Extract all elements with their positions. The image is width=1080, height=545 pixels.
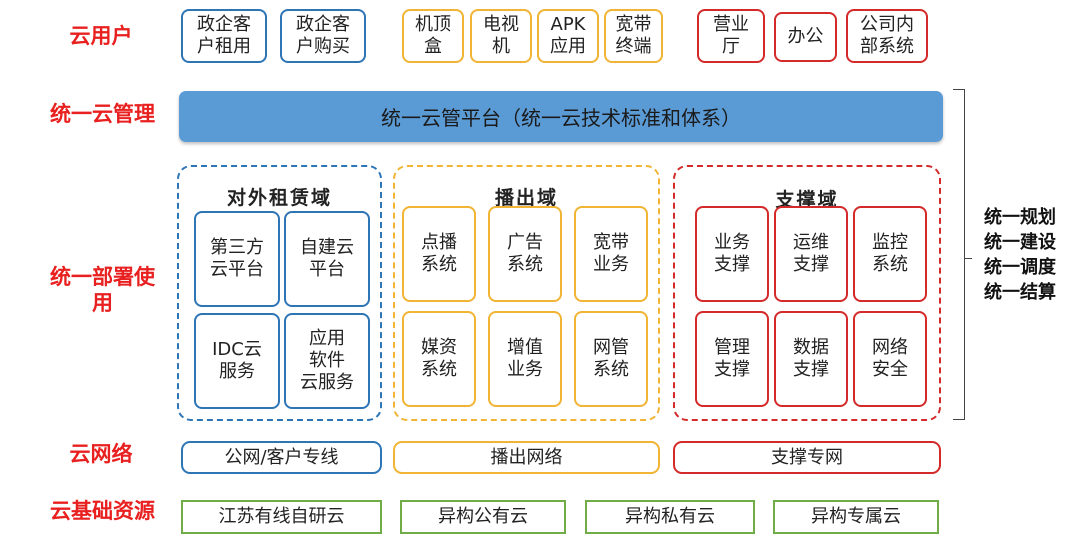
user-box-set-top-box: 机顶 盒	[402, 9, 464, 63]
principle-construction: 统一建设	[984, 232, 1056, 253]
user-box-office: 办公	[774, 12, 837, 62]
row-label-cloud-users: 云用户	[69, 24, 133, 48]
service-network-security: 网络 安全	[853, 311, 927, 407]
user-box-broadband-terminal: 宽带 终端	[604, 9, 663, 63]
user-box-gov-enterprise-rent: 政企客 户租用	[181, 9, 267, 63]
user-box-business-hall: 营业 厅	[697, 9, 765, 63]
domain-support-title: 支撑域	[775, 189, 839, 211]
row-label-unified-management: 统一云管理	[50, 102, 155, 126]
right-bracket	[953, 89, 965, 420]
service-app-software-cloud: 应用 软件 云服务	[284, 313, 370, 409]
service-ad-system: 广告 系统	[488, 206, 562, 302]
domain-broadcast-title: 播出域	[494, 187, 558, 209]
infra-dedicated-cloud: 异构专属云	[773, 500, 939, 534]
principle-planning: 统一规划	[984, 207, 1056, 228]
infra-public-cloud: 异构公有云	[400, 500, 566, 534]
user-box-tv: 电视 机	[470, 9, 532, 63]
domain-external-leasing: 对外租赁域	[177, 165, 382, 421]
domain-broadcast: 播出域	[393, 165, 660, 421]
service-monitoring-system: 监控 系统	[853, 206, 927, 302]
network-broadcast: 播出网络	[393, 441, 660, 474]
service-idc-cloud: IDC云 服务	[194, 313, 280, 409]
row-label-cloud-network: 云网络	[69, 442, 133, 466]
cloud-management-platform-bar: 统一云管平台（统一云技术标准和体系）	[179, 91, 943, 142]
row-label-unified-deployment: 统一部署使 用	[50, 265, 155, 315]
user-box-apk-app: APK 应用	[537, 9, 599, 63]
service-network-management-system: 网管 系统	[574, 311, 648, 407]
service-broadband-business: 宽带 业务	[574, 206, 648, 302]
service-business-support: 业务 支撑	[695, 206, 769, 302]
user-box-gov-enterprise-buy: 政企客 户购买	[280, 9, 366, 63]
row-label-cloud-infrastructure: 云基础资源	[50, 499, 155, 523]
service-vod-system: 点播 系统	[402, 206, 476, 302]
service-value-added-business: 增值 业务	[488, 311, 562, 407]
unified-principles-list: 统一规划 统一建设 统一调度 统一结算	[984, 205, 1074, 305]
service-third-party-cloud: 第三方 云平台	[194, 211, 280, 307]
service-media-asset-system: 媒资 系统	[402, 311, 476, 407]
network-public-private-line: 公网/客户专线	[181, 441, 382, 474]
service-self-built-cloud: 自建云 平台	[284, 211, 370, 307]
principle-scheduling: 统一调度	[984, 257, 1056, 278]
service-data-support: 数据 支撑	[774, 311, 848, 407]
service-ops-support: 运维 支撑	[774, 206, 848, 302]
domain-support: 支撑域	[673, 165, 941, 421]
service-management-support: 管理 支撑	[695, 311, 769, 407]
infra-private-cloud: 异构私有云	[585, 500, 755, 534]
right-bracket-tick	[965, 258, 972, 259]
principle-settlement: 统一结算	[984, 282, 1056, 303]
infra-jiangsu-cable-cloud: 江苏有线自研云	[181, 500, 382, 534]
user-box-internal-system: 公司内 部系统	[846, 9, 928, 63]
domain-external-leasing-title: 对外租赁域	[226, 187, 332, 209]
network-support-private: 支撑专网	[673, 441, 941, 474]
